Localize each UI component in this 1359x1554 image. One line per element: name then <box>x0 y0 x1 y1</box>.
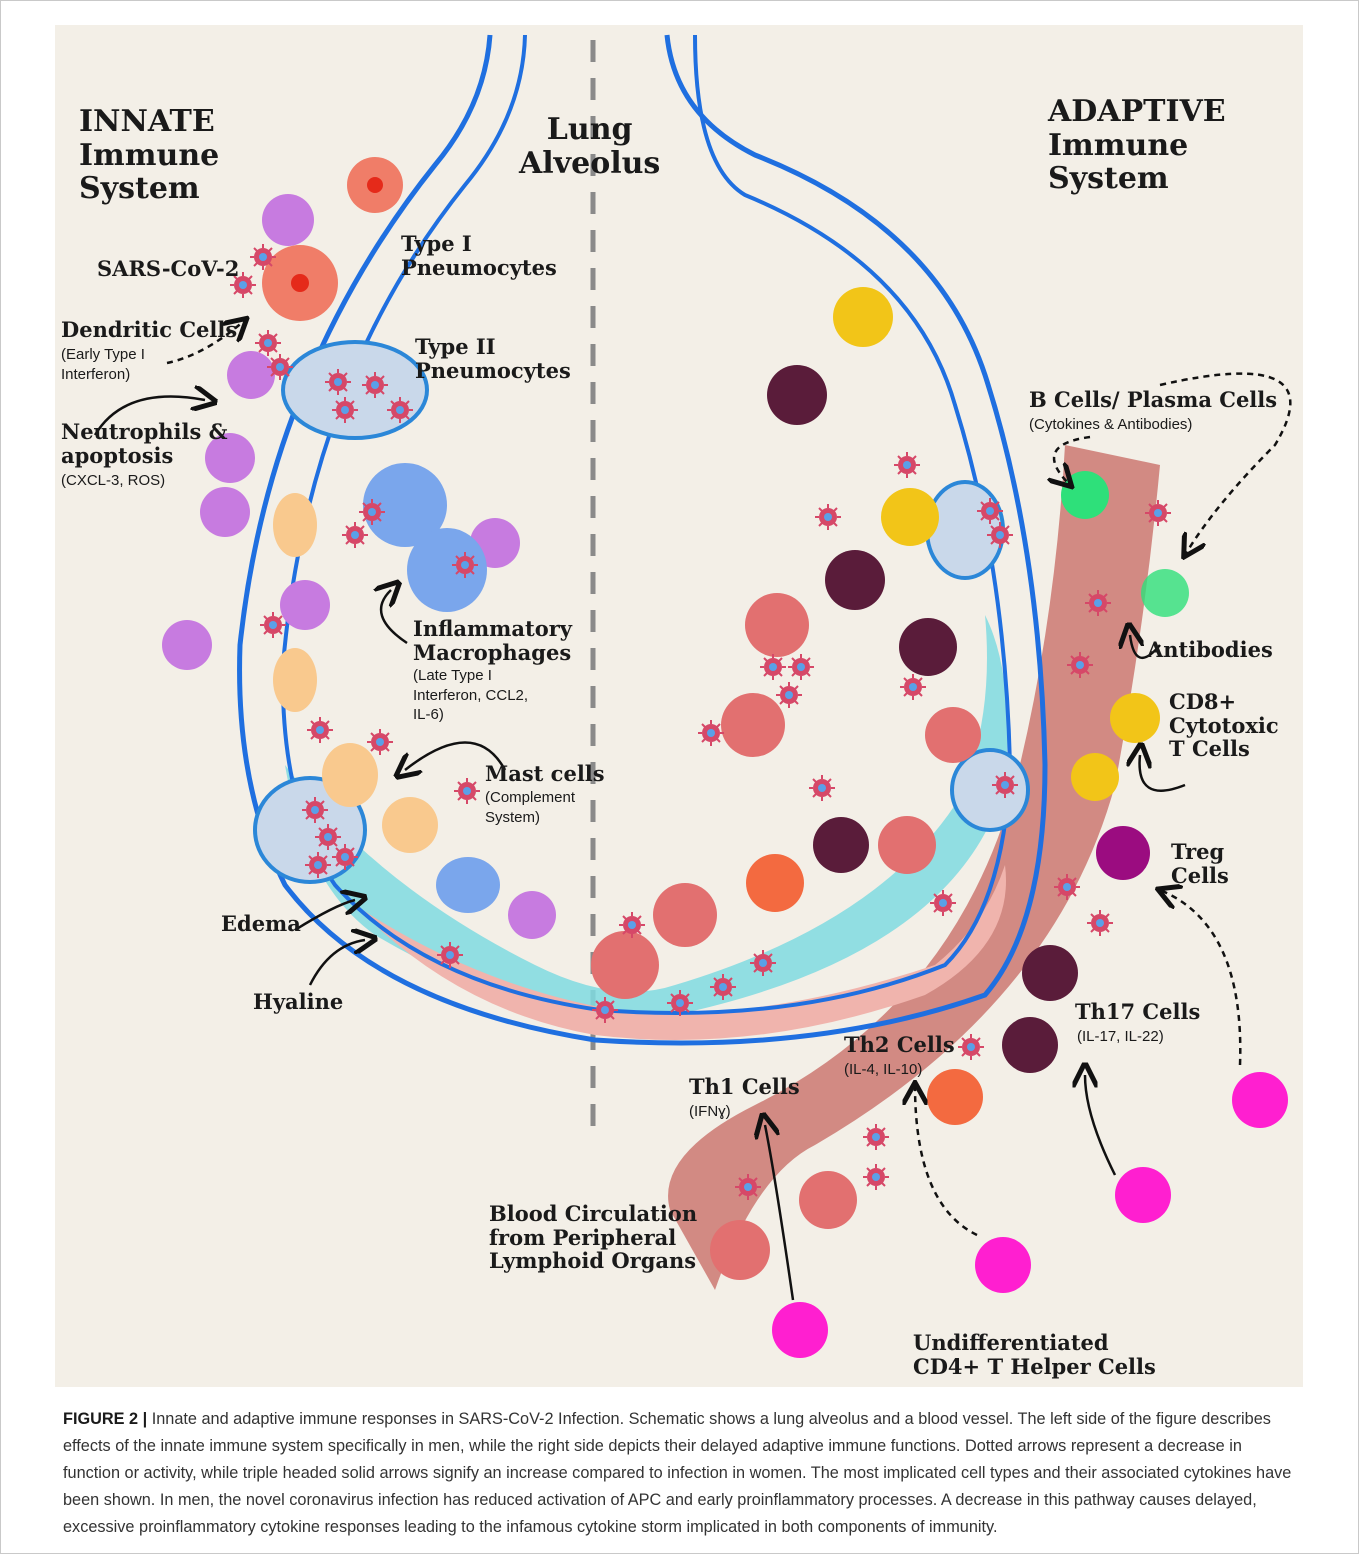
type2-pneumocyte <box>927 482 1003 578</box>
innate-heading: INNATE Immune System <box>79 105 219 206</box>
neutrophils-sub: (CXCL-3, ROS) <box>61 471 165 491</box>
sars-label: SARS-CoV-2 <box>97 257 239 281</box>
mast-label: Mast cells <box>485 762 605 786</box>
th1-sub: (IFNɣ) <box>689 1102 731 1122</box>
antibodies-label: Antibodies <box>1147 638 1273 662</box>
type2-pneumocyte <box>283 342 427 438</box>
dendritic-label: Dendritic Cells <box>61 318 237 342</box>
adaptive-heading: ADAPTIVE Immune System <box>1048 95 1226 196</box>
bcells-label: B Cells/ Plasma Cells <box>1029 388 1277 412</box>
alveolus-heading: Lung Alveolus <box>519 113 660 180</box>
caption-text: Innate and adaptive immune responses in … <box>63 1410 1291 1536</box>
hyaline-label: Hyaline <box>253 990 343 1014</box>
th17-label: Th17 Cells <box>1075 1000 1200 1024</box>
edema-label: Edema <box>221 912 301 936</box>
th17-sub: (IL-17, IL-22) <box>1077 1027 1164 1047</box>
alveolus-illustration <box>55 25 1303 1387</box>
type2-pneumocyte <box>952 750 1028 830</box>
th2-sub: (IL-4, IL-10) <box>844 1060 922 1080</box>
illustration-panel: INNATE Immune System Lung Alveolus ADAPT… <box>55 25 1303 1387</box>
th2-label: Th2 Cells <box>844 1033 955 1057</box>
th1-label: Th1 Cells <box>689 1075 800 1099</box>
neutrophils-label: Neutrophils &apoptosis <box>61 420 228 467</box>
bcells-sub: (Cytokines & Antibodies) <box>1029 415 1192 435</box>
figure-label: FIGURE 2 | <box>63 1410 147 1428</box>
figure-caption: FIGURE 2 | Innate and adaptive immune re… <box>63 1406 1303 1541</box>
